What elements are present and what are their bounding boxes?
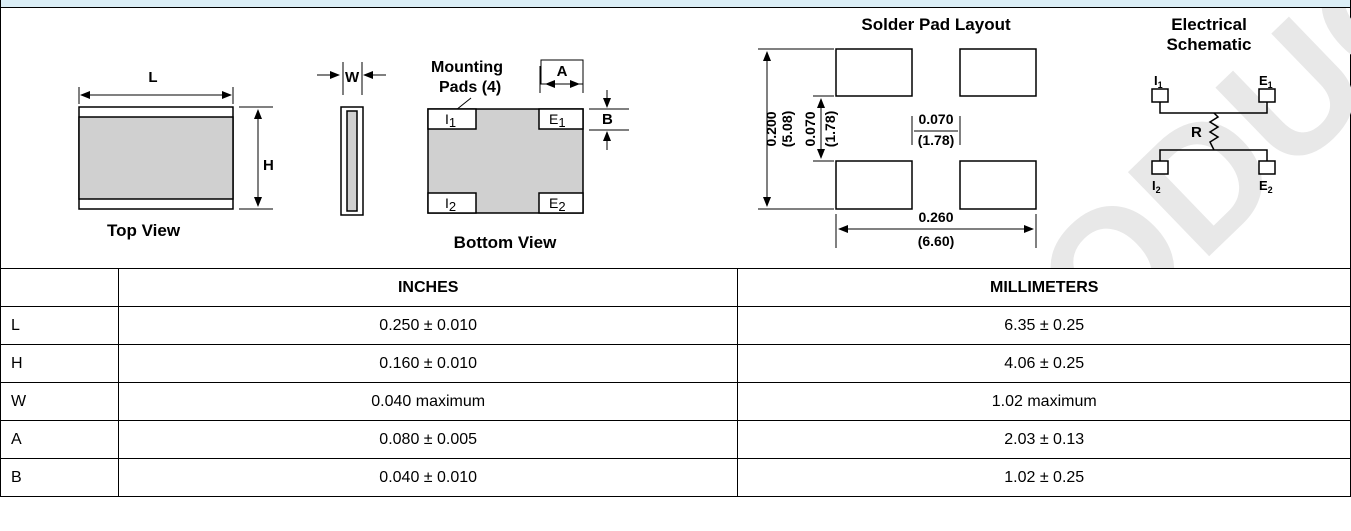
dim-label-L: L <box>148 69 157 86</box>
table-row: A 0.080 ± 0.005 2.03 ± 0.13 <box>0 420 1351 459</box>
dim-label-A: A <box>557 63 568 80</box>
inches-value: 0.080 ± 0.005 <box>117 420 739 459</box>
mounting-pads-label-2: Pads (4) <box>439 79 501 96</box>
svg-text:I1: I1 <box>445 111 456 130</box>
inches-value: 0.040 ± 0.010 <box>117 458 739 497</box>
svg-text:E2: E2 <box>549 195 566 214</box>
dimension-figure: PRODUCT L H Top View W M <box>0 8 1351 268</box>
inches-value: 0.040 maximum <box>117 382 739 421</box>
svg-text:(6.60): (6.60) <box>918 233 955 249</box>
top-view-label: Top View <box>107 221 181 240</box>
schematic-title-1: Electrical <box>1171 15 1247 34</box>
electrical-schematic: Electrical Schematic R I1 E1 I2 E2 <box>1151 15 1276 195</box>
table-row: B 0.040 ± 0.010 1.02 ± 0.25 <box>0 458 1351 497</box>
solder-pad-layout: Solder Pad Layout 0.200 (5.08) 0.070 (1.… <box>758 15 1037 249</box>
mounting-pads-label-1: Mounting <box>431 59 503 76</box>
bottom-view-label: Bottom View <box>454 233 557 252</box>
svg-text:R: R <box>1191 124 1202 141</box>
svg-text:(5.08): (5.08) <box>779 111 795 148</box>
dimensions-table: INCHES MILLIMETERS L 0.250 ± 0.010 6.35 … <box>0 268 1351 497</box>
schematic-title-2: Schematic <box>1166 35 1251 54</box>
mm-value: 2.03 ± 0.13 <box>737 420 1351 459</box>
row-label: B <box>0 458 119 497</box>
row-label: L <box>0 306 119 345</box>
mm-value: 1.02 ± 0.25 <box>737 458 1351 497</box>
dim-label-W: W <box>345 69 360 86</box>
inches-value: 0.250 ± 0.010 <box>117 306 739 345</box>
svg-text:I1: I1 <box>1154 73 1163 90</box>
table-row: W 0.040 maximum 1.02 maximum <box>0 382 1351 421</box>
dim-label-B: B <box>602 111 613 128</box>
solder-pad-title: Solder Pad Layout <box>861 15 1011 34</box>
svg-text:(1.78): (1.78) <box>918 132 955 148</box>
table-row: L 0.250 ± 0.010 6.35 ± 0.25 <box>0 306 1351 345</box>
mm-value: 1.02 maximum <box>737 382 1351 421</box>
row-label: W <box>0 382 119 421</box>
svg-text:I2: I2 <box>1152 178 1161 195</box>
side-view-diagram: W <box>317 62 386 216</box>
svg-text:0.070: 0.070 <box>802 111 818 146</box>
row-label: A <box>0 420 119 459</box>
svg-text:0.200: 0.200 <box>763 111 779 146</box>
svg-text:E2: E2 <box>1259 178 1273 195</box>
header-millimeters: MILLIMETERS <box>737 268 1351 307</box>
dim-label-H: H <box>263 157 274 174</box>
inches-value: 0.160 ± 0.010 <box>117 344 739 383</box>
svg-text:E1: E1 <box>549 111 566 130</box>
table-row: H 0.160 ± 0.010 4.06 ± 0.25 <box>0 344 1351 383</box>
svg-text:(1.78): (1.78) <box>822 111 838 148</box>
svg-text:E1: E1 <box>1259 73 1273 90</box>
header-inches: INCHES <box>117 268 739 307</box>
mm-value: 4.06 ± 0.25 <box>737 344 1351 383</box>
bottom-view-diagram: Mounting Pads (4) A B I1 E1 I2 E2 Bottom… <box>427 59 629 252</box>
svg-text:0.260: 0.260 <box>918 209 953 225</box>
header-strip <box>0 0 1351 8</box>
top-view-diagram: L H Top View <box>78 69 274 240</box>
row-label: H <box>0 344 119 383</box>
mm-value: 6.35 ± 0.25 <box>737 306 1351 345</box>
header-blank <box>0 268 119 307</box>
svg-text:0.070: 0.070 <box>918 111 953 127</box>
svg-text:I2: I2 <box>445 195 456 214</box>
table-header-row: INCHES MILLIMETERS <box>0 268 1351 307</box>
